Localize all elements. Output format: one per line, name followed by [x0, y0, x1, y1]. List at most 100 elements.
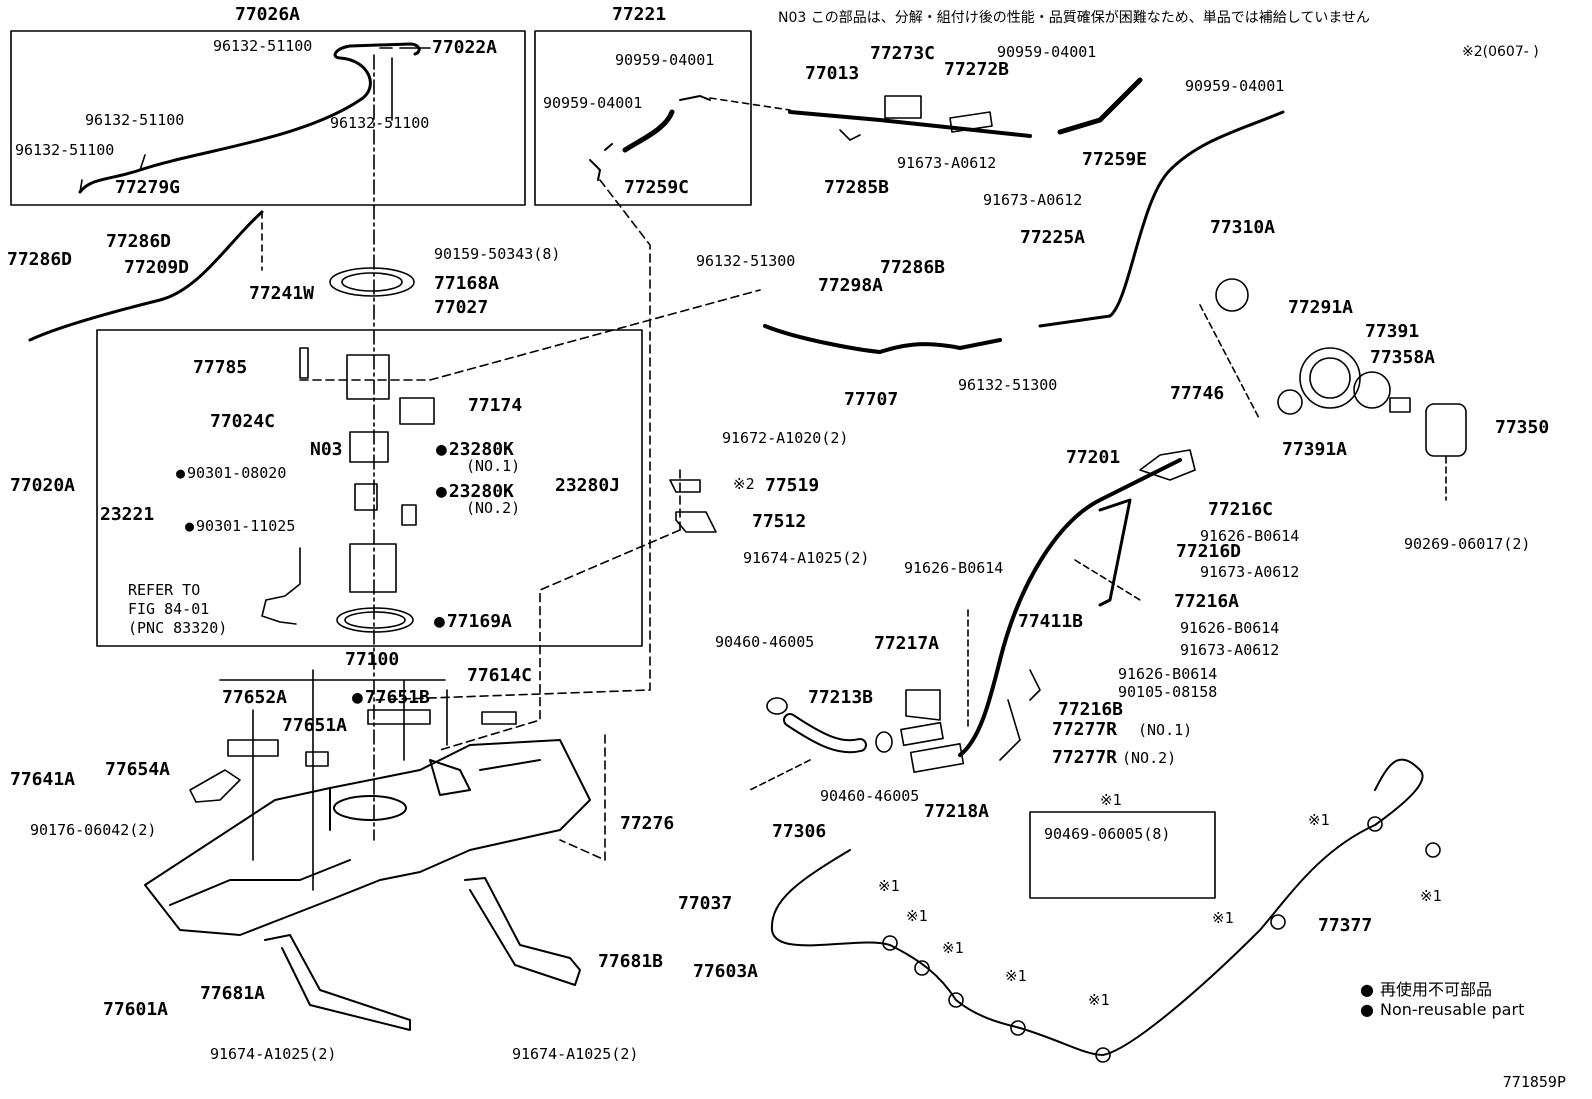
part-label-77174: 77174 — [468, 395, 523, 416]
part-label-96132-51300-b: 96132-51300 — [958, 376, 1058, 394]
part-label-77519: 77519 — [765, 475, 820, 496]
part-label-77286b: 77286B — [880, 257, 946, 278]
part-label-x1-b: ※1 — [906, 907, 928, 925]
part-label-77026a: 77026A — [235, 4, 301, 25]
part-label-77276: 77276 — [620, 813, 675, 834]
group-box-77020a — [96, 329, 643, 647]
part-label-77310a: 77310A — [1210, 217, 1276, 238]
refer-line-2: FIG 84-01 — [128, 600, 210, 618]
part-label-77169a: 77169A — [434, 612, 512, 632]
part-label-77654a: 77654A — [105, 759, 171, 780]
part-label-77603a: 77603A — [693, 961, 759, 982]
part-label-77512: 77512 — [752, 511, 807, 532]
part-label-x1-h: ※1 — [1420, 887, 1442, 905]
part-label-no2b: (NO.2) — [1122, 749, 1177, 767]
part-label-n03: N03 — [310, 439, 343, 460]
part-label-90959-04001-d: 90959-04001 — [1185, 77, 1285, 95]
part-label-77391: 77391 — [1365, 321, 1420, 342]
figure-code: 771859P — [1502, 1073, 1566, 1091]
part-label-note2: ※2 — [733, 475, 755, 493]
part-label-96132-51100-c: 96132-51100 — [85, 111, 185, 129]
kit-box-part: 90469-06005(8) — [1044, 825, 1171, 843]
part-label-77641a: 77641A — [10, 769, 76, 790]
legend-dot-icon: ● — [1360, 980, 1374, 999]
part-label-77277r-1: 77277R — [1052, 719, 1118, 740]
note-date-range: ※2(0607- ) — [1462, 44, 1539, 60]
part-label-23280j: 23280J — [555, 475, 621, 496]
part-label-96132-51100-a: 96132-51100 — [213, 37, 313, 55]
part-label-no1: (NO.1) — [466, 457, 521, 475]
part-label-91674-a1025-c: 91674-A1025(2) — [512, 1045, 639, 1063]
part-label-77022a: 77022A — [432, 37, 498, 58]
part-label-77681a: 77681A — [200, 983, 266, 1004]
part-label-23280k-2: 23280K — [436, 482, 514, 502]
kit-box-header: ※1 — [1100, 791, 1122, 809]
group-box-77026a — [10, 30, 526, 206]
part-label-91672-a1020: 91672-A1020(2) — [722, 429, 849, 447]
part-label-77209d: 77209D — [124, 257, 190, 278]
part-label-77259c: 77259C — [624, 177, 690, 198]
part-label-77681b: 77681B — [598, 951, 664, 972]
part-label-77391a: 77391A — [1282, 439, 1348, 460]
part-label-77279g: 77279G — [115, 177, 181, 198]
part-label-91673-a0612-c: 91673-A0612 — [1200, 563, 1300, 581]
part-label-90176-06042: 90176-06042(2) — [30, 821, 157, 839]
refer-line-1: REFER TO — [128, 581, 201, 599]
legend-non-reusable-jp: ● 再使用不可部品 — [1360, 976, 1492, 1000]
part-label-77272b: 77272B — [944, 59, 1010, 80]
part-label-x1-c: ※1 — [942, 939, 964, 957]
part-label-77216c: 77216C — [1208, 499, 1274, 520]
part-label-91673-a0612-d: 91673-A0612 — [1180, 641, 1280, 659]
part-label-77306: 77306 — [772, 821, 827, 842]
part-label-77037: 77037 — [678, 893, 733, 914]
part-label-x1-d: ※1 — [1005, 967, 1027, 985]
part-label-77601a: 77601A — [103, 999, 169, 1020]
group-box-kit — [1029, 811, 1216, 899]
part-label-77707: 77707 — [844, 389, 899, 410]
part-label-91674-a1025-b: 91674-A1025(2) — [210, 1045, 337, 1063]
part-label-77358a: 77358A — [1370, 347, 1436, 368]
part-label-77273c: 77273C — [870, 43, 936, 64]
part-label-90269-06017: 90269-06017(2) — [1404, 535, 1531, 553]
part-label-77201: 77201 — [1066, 447, 1121, 468]
legend-non-reusable-en: ●Non-reusable part — [1360, 1000, 1524, 1019]
part-label-90959-04001-c: 90959-04001 — [997, 43, 1097, 61]
legend-jp-text: 再使用不可部品 — [1379, 980, 1492, 999]
part-label-x1-g: ※1 — [1308, 811, 1330, 829]
part-label-91674-a1025-a: 91674-A1025(2) — [743, 549, 870, 567]
note-n03: N03 この部品は、分解・組付け後の性能・品質確保が困難なため、単品では補給して… — [778, 10, 1370, 26]
part-label-77168a: 77168A — [434, 273, 500, 294]
part-label-no1b: (NO.1) — [1138, 721, 1193, 739]
part-label-23221: 23221 — [100, 504, 155, 525]
part-label-77651a: 77651A — [282, 715, 348, 736]
part-label-77241w: 77241W — [249, 283, 315, 304]
part-label-96132-51100-d: 96132-51100 — [15, 141, 115, 159]
part-label-77746: 77746 — [1170, 383, 1225, 404]
part-label-77285b: 77285B — [824, 177, 890, 198]
part-label-77216a: 77216A — [1174, 591, 1240, 612]
part-label-77291a: 77291A — [1288, 297, 1354, 318]
part-label-77377: 77377 — [1318, 915, 1373, 936]
part-label-77020a: 77020A — [10, 475, 76, 496]
part-label-77286d-a: 77286D — [106, 231, 172, 252]
part-label-77259e: 77259E — [1082, 149, 1148, 170]
part-label-x1-f: ※1 — [1212, 909, 1234, 927]
part-label-77277r-2: 77277R — [1052, 747, 1118, 768]
part-label-no2: (NO.2) — [466, 499, 521, 517]
group-box-77221 — [534, 30, 752, 206]
part-label-90159-50343: 90159-50343(8) — [434, 245, 561, 263]
legend-dot-icon: ● — [1360, 1000, 1374, 1019]
part-label-77350: 77350 — [1495, 417, 1550, 438]
part-label-77213b: 77213B — [808, 687, 874, 708]
part-label-77614c: 77614C — [467, 665, 533, 686]
part-label-96132-51300-a: 96132-51300 — [696, 252, 796, 270]
fuel-tank-77100 — [144, 739, 591, 936]
part-label-77024c: 77024C — [210, 411, 276, 432]
part-label-91626-b0614-a: 91626-B0614 — [1200, 527, 1300, 545]
part-label-77027: 77027 — [434, 297, 489, 318]
refer-line-3: (PNC 83320) — [128, 619, 228, 637]
part-label-91626-b0614-b: 91626-B0614 — [904, 559, 1004, 577]
part-label-x1-a: ※1 — [878, 877, 900, 895]
